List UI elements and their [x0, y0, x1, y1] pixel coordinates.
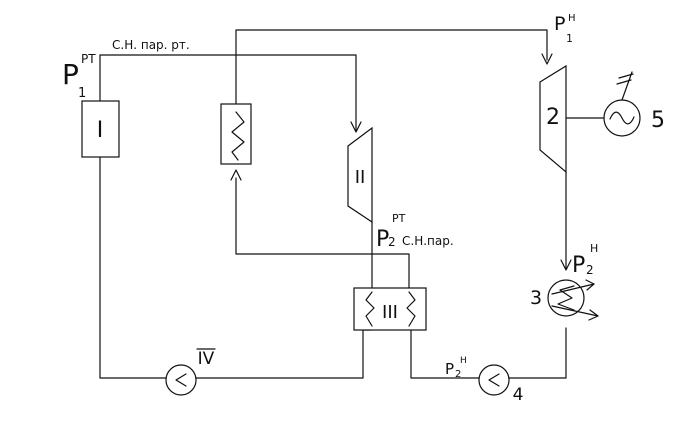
condenser-3-label: 3 — [530, 287, 542, 309]
cooling-water-out-arrow-icon — [588, 309, 599, 321]
arrow-into-condenser-3 — [560, 259, 572, 271]
pipe-condenser-to-superheater — [235, 177, 410, 289]
arrow-into-superheater — [230, 169, 242, 181]
generator-phase-tick-1 — [616, 79, 632, 85]
p1-h-base: P — [554, 13, 565, 35]
condenser-boiler-iii: III — [353, 287, 427, 331]
p2-h-pump-sub: 2 — [455, 369, 461, 380]
generator-phase-tick-2 — [618, 73, 634, 79]
turbine-2-label: 2 — [546, 105, 560, 130]
condenser-3: 3 — [530, 279, 599, 321]
pipe-boiler-to-pump-iv — [99, 156, 167, 379]
generator-5: 5 — [603, 71, 665, 137]
pipe-pump-iv-to-condenser — [195, 329, 372, 379]
cooling-water-in-arrow-icon — [585, 279, 595, 291]
p1-rt-base: P — [62, 58, 79, 91]
p2-rt-sub: 2 — [388, 235, 396, 249]
turbine-ii: II — [347, 126, 373, 224]
condenser-iii-label: III — [382, 302, 398, 323]
p1-rt-sub: 1 — [78, 86, 86, 101]
pump-4-arrow-icon — [488, 373, 500, 387]
turbine-2: 2 — [539, 64, 567, 174]
superheater — [220, 103, 252, 165]
p1-rt-sup: РТ — [81, 52, 96, 66]
p2-h-cond-sub: 2 — [586, 263, 594, 277]
cooling-water-out — [551, 305, 599, 317]
p2-h-pump-sup: Н — [460, 356, 467, 366]
pipe-pump-4-to-condenser-iii — [410, 329, 481, 379]
annotations: С.Н. пар. рт. P 1 РТ P 2 РТ С.Н.пар. P 1… — [62, 13, 598, 380]
pump-iv: IV — [165, 348, 216, 396]
condensing-vapor-label: С.Н.пар. — [402, 234, 454, 248]
cooling-water-in — [551, 283, 595, 295]
generator-sine-icon — [609, 111, 635, 125]
arrow-into-turbine-2 — [541, 53, 553, 65]
working-fluid-line-label: С.Н. пар. рт. — [112, 38, 190, 52]
arrow-into-turbine-ii — [350, 121, 362, 133]
boiler-i: I — [81, 100, 120, 158]
p2-rt-base: P — [376, 227, 389, 252]
pipe-boiler-to-turbine-ii — [99, 54, 357, 131]
condenser-iii-left-coil-icon — [365, 291, 375, 327]
condenser-iii-right-coil-icon — [406, 291, 416, 327]
p2-h-cond-sup: Н — [590, 242, 598, 255]
pump-4: 4 — [478, 364, 524, 405]
pump-iv-label: IV — [198, 349, 215, 369]
p2-h-cond-base: P — [572, 253, 585, 278]
pipe-superheater-to-turbine-2 — [235, 29, 548, 105]
pipe-network — [99, 29, 605, 379]
condenser-3-coil-icon — [557, 285, 575, 311]
generator-output-lead — [621, 71, 633, 101]
pipe-condenser-3-to-pump-4 — [507, 327, 567, 379]
pump-iv-arrow-icon — [175, 373, 187, 387]
superheater-coil-icon — [231, 111, 245, 161]
p1-h-sup: Н — [568, 13, 576, 24]
p1-h-sub: 1 — [566, 32, 573, 45]
p2-rt-sup: РТ — [392, 212, 406, 225]
turbine-ii-label: II — [355, 167, 366, 188]
boiler-i-label: I — [97, 118, 104, 143]
pump-4-label: 4 — [513, 385, 524, 405]
generator-5-label: 5 — [651, 108, 665, 133]
p2-h-pump-base: P — [445, 360, 454, 378]
